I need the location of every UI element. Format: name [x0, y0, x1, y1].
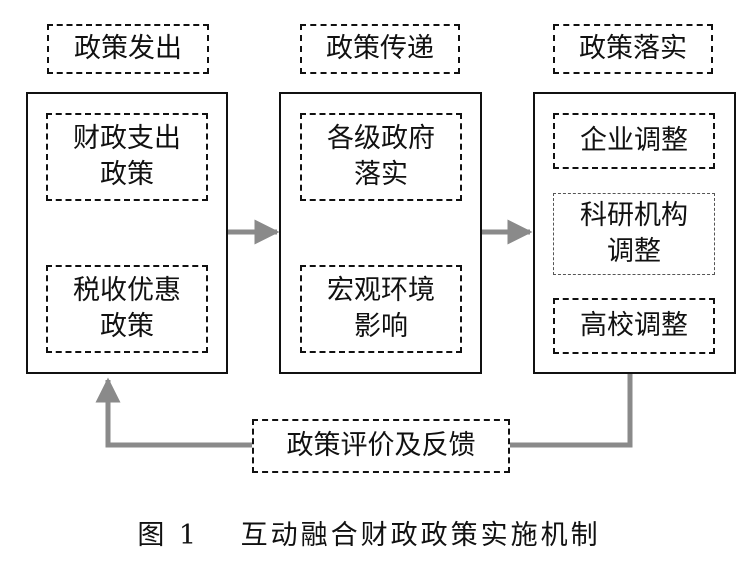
government-implementation-box: 各级政府 落实 [300, 113, 462, 201]
policy-evaluation-feedback-label: 政策评价及反馈 [286, 430, 476, 461]
research-institution-adjustment-box: 科研机构 调整 [553, 193, 715, 275]
tax-preference-policy-label: 税收优惠 政策 [73, 275, 181, 342]
header-policy-issue: 政策发出 [47, 24, 209, 74]
university-adjustment-box: 高校调整 [553, 298, 715, 354]
fiscal-spending-policy-box: 财政支出 政策 [46, 113, 208, 201]
header-policy-transmit-label: 政策传递 [326, 33, 434, 64]
header-policy-implement-label: 政策落实 [579, 33, 687, 64]
header-policy-issue-label: 政策发出 [74, 33, 182, 64]
policy-evaluation-feedback-box: 政策评价及反馈 [252, 419, 510, 473]
feedback-arrow-left [95, 377, 252, 448]
figure-caption: 图 1 互动融合财政政策实施机制 [137, 520, 601, 551]
header-policy-transmit: 政策传递 [300, 24, 460, 74]
feedback-line-right [510, 374, 633, 448]
macro-environment-label: 宏观环境 影响 [327, 275, 435, 342]
government-implementation-label: 各级政府 落实 [327, 123, 435, 190]
enterprise-adjustment-box: 企业调整 [553, 113, 715, 169]
header-policy-implement: 政策落实 [553, 24, 713, 74]
university-adjustment-label: 高校调整 [580, 310, 688, 341]
research-institution-adjustment-label: 科研机构 调整 [580, 200, 688, 267]
fiscal-spending-policy-label: 财政支出 政策 [73, 123, 181, 190]
macro-environment-box: 宏观环境 影响 [300, 265, 462, 353]
tax-preference-policy-box: 税收优惠 政策 [46, 265, 208, 353]
enterprise-adjustment-label: 企业调整 [580, 125, 688, 156]
